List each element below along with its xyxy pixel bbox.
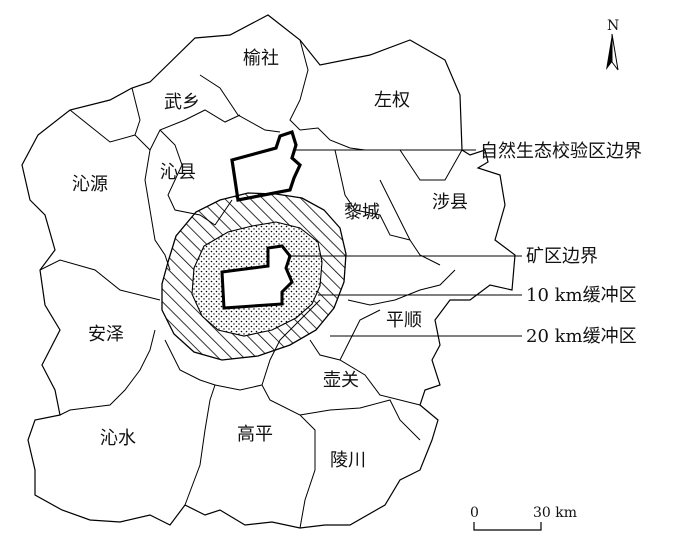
scale-end: 30 km <box>533 505 577 521</box>
county-yushe: 榆社 <box>243 48 279 69</box>
leader-lines <box>288 149 522 337</box>
county-anze: 安泽 <box>88 324 124 345</box>
county-gaoping: 高平 <box>237 424 273 445</box>
eco-zone-boundary <box>230 129 302 202</box>
county-shexian: 涉县 <box>432 192 468 213</box>
scale-bar: 0 30 km <box>470 505 577 531</box>
county-qinshui: 沁水 <box>100 428 136 449</box>
county-licheng: 黎城 <box>344 202 380 223</box>
north-arrow-icon: N <box>606 18 619 71</box>
label-eco-zone: 自然生态校验区边界 <box>480 141 642 162</box>
county-qinxian: 沁县 <box>160 162 196 183</box>
mine-boundary <box>220 244 294 310</box>
label-buffer-20km: 20 km缓冲区 <box>526 326 637 347</box>
scale-zero: 0 <box>470 505 479 521</box>
county-huguan: 壶关 <box>323 370 359 391</box>
county-zuoquan: 左权 <box>374 90 410 111</box>
county-pingshun: 平顺 <box>386 310 422 331</box>
label-mine: 矿区边界 <box>526 246 598 267</box>
county-lingchuan: 陵川 <box>330 450 366 471</box>
county-wuxiang: 武乡 <box>164 92 200 113</box>
county-qinyuan: 沁源 <box>72 174 108 195</box>
county-labels: 榆社 左权 武乡 沁源 沁县 黎城 涉县 安泽 平顺 壶关 沁水 高平 陵川 <box>72 48 468 471</box>
region-outline <box>21 14 516 529</box>
label-buffer-10km: 10 km缓冲区 <box>526 285 637 306</box>
north-label: N <box>607 18 619 34</box>
